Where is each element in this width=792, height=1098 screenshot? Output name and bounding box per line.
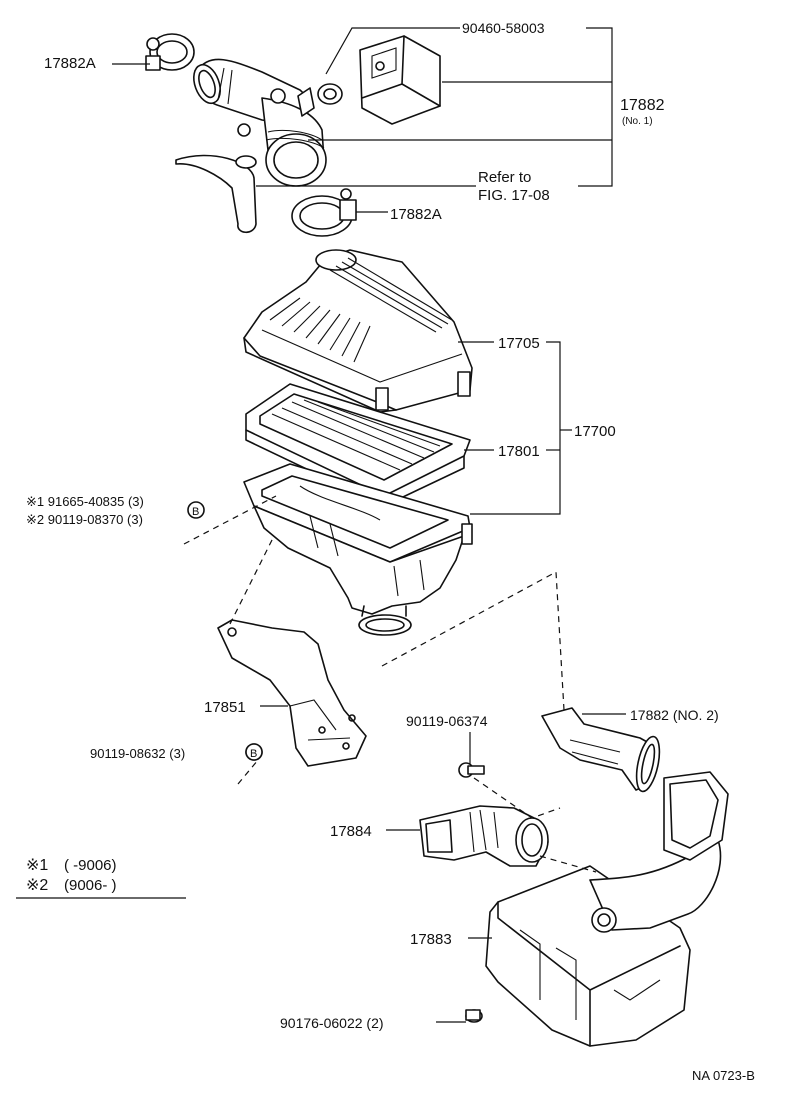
b-marker-bottom-text: B	[250, 748, 257, 760]
label-17883: 17883	[410, 931, 452, 948]
label-17882: 17882	[620, 97, 665, 114]
resonator-chamber-icon	[485, 771, 729, 1047]
b-marker-top: B	[187, 501, 205, 519]
intake-connector-icon	[419, 805, 549, 867]
figure-code: NA 0723-B	[692, 1068, 755, 1083]
duct-no2-icon	[541, 707, 661, 793]
label-17801: 17801	[498, 443, 540, 460]
label-note-2: ※2 90119-08370 (3)	[26, 512, 143, 527]
legend-range-1: ( -9006)	[64, 857, 117, 874]
label-refer-to: Refer to	[478, 169, 531, 186]
dashed-lines	[183, 495, 597, 873]
bracket-icon	[217, 619, 367, 767]
label-17882a-mid: 17882A	[390, 206, 442, 223]
label-fig-17-08: FIG. 17-08	[478, 187, 550, 204]
leader-lines	[16, 27, 626, 1023]
label-17882-no1: (No. 1)	[622, 116, 653, 127]
breather-hose-icon	[175, 154, 257, 234]
air-cleaner-cap-icon	[243, 249, 473, 413]
label-90119-06374: 90119-06374	[406, 713, 488, 729]
label-17884: 17884	[330, 823, 372, 840]
resonator-icon	[359, 35, 441, 125]
b-marker-top-text: B	[192, 506, 199, 518]
hose-clamp-top-icon	[145, 33, 195, 71]
b-marker-bottom: B	[245, 743, 263, 761]
legend-mark-2: ※2	[26, 877, 48, 894]
legend-range-2: (9006- )	[64, 877, 117, 894]
small-clamp-icon	[317, 83, 343, 105]
label-90119-08632: 90119-08632 (3)	[90, 746, 185, 761]
bolt-90176-06022-icon	[465, 1009, 483, 1023]
label-17882-no2: 17882 (NO. 2)	[630, 707, 719, 723]
hose-clamp-mid-icon	[291, 188, 357, 237]
label-17851: 17851	[204, 699, 246, 716]
label-17705: 17705	[498, 335, 540, 352]
label-17700: 17700	[574, 423, 616, 440]
legend-mark-1: ※1	[26, 857, 48, 874]
label-note-1: ※1 91665-40835 (3)	[26, 494, 144, 509]
label-90176-06022: 90176-06022 (2)	[280, 1015, 384, 1031]
bolt-90119-06374-icon	[458, 762, 485, 778]
label-90460-58003: 90460-58003	[462, 20, 545, 36]
air-cleaner-case-icon	[243, 463, 473, 636]
label-17882a-top: 17882A	[44, 55, 96, 72]
intake-hose-icon	[193, 58, 327, 187]
